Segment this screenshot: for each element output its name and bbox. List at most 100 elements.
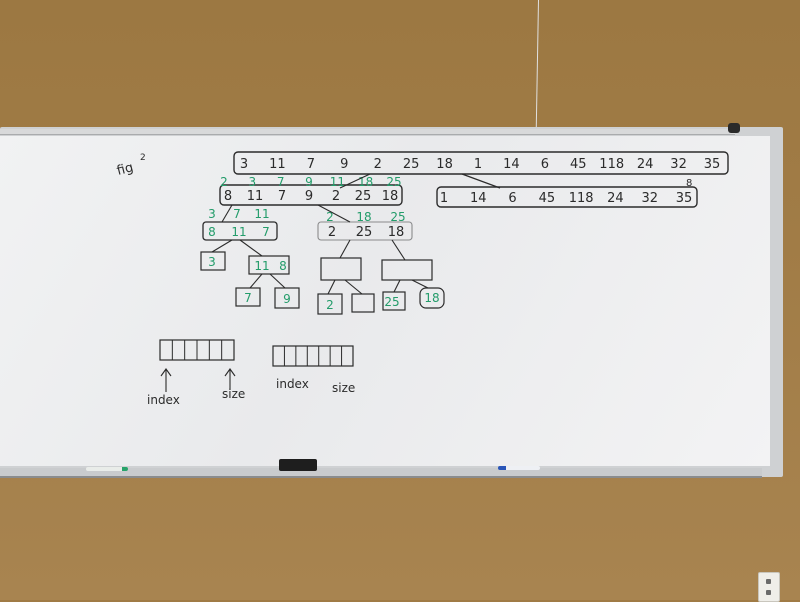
right-quarter-sorted-value: 25 [390, 210, 405, 224]
branch-line [211, 239, 233, 253]
leaf-box [235, 287, 261, 307]
left-half-sorted-value: 18 [358, 175, 373, 189]
left-half-sorted-value: 3 [249, 175, 257, 189]
tree-node-box [381, 259, 433, 281]
rail-end-cap [728, 123, 740, 133]
array-left-index-label: index [147, 393, 180, 407]
leaf-box [351, 293, 375, 313]
branch-line [327, 279, 336, 295]
top-array-value: 1 [474, 157, 482, 172]
tree-node-box [320, 257, 362, 281]
leaf-value: 3 [208, 255, 216, 269]
right-quarter-box [317, 221, 413, 241]
array-right-index-label: index [276, 377, 309, 391]
top-array-value: 32 [670, 157, 687, 172]
leaf-value: 8 [279, 259, 287, 273]
top-array-value: 25 [403, 157, 420, 172]
leaf-value: 11 [254, 259, 269, 273]
leaf-value: 18 [424, 291, 439, 305]
fig-label: fig [115, 160, 135, 179]
left-half-sorted-value: 7 [277, 175, 285, 189]
green-marker[interactable] [86, 467, 128, 471]
leaf-box [419, 287, 445, 309]
branch-line [269, 273, 286, 289]
blue-marker[interactable] [498, 466, 540, 470]
top-array-value: 9 [340, 157, 348, 172]
fig-superscript: 2 [140, 153, 146, 163]
right-quarter-value: 25 [356, 225, 373, 240]
left-half-sorted-value: 11 [330, 175, 345, 189]
marker-tray [0, 468, 762, 478]
right-half-value: 118 [569, 191, 594, 206]
top-array-value: 118 [599, 157, 624, 172]
left-half-value: 11 [247, 189, 264, 204]
leaf-box [274, 287, 300, 309]
leaf-value: 7 [244, 291, 252, 305]
right-quarter-value: 18 [388, 225, 405, 240]
left-quarter-value: 8 [208, 225, 216, 239]
right-quarter-values: 2 25 18 [328, 225, 404, 240]
left-half-value: 9 [305, 189, 313, 204]
right-quarter-sorted-value: 2 [326, 210, 334, 224]
leaf-value: 25 [384, 295, 399, 309]
branch-line [239, 239, 263, 257]
top-array-value: 2 [374, 157, 382, 172]
left-half-sorted-value: 2 [220, 175, 228, 189]
leaf-value: 9 [283, 292, 291, 306]
left-half-value: 2 [332, 189, 340, 204]
leaf-box [317, 293, 343, 315]
left-quarter-sorted-values: 3 7 11 [208, 207, 269, 221]
size-arrow-head [224, 368, 236, 377]
left-quarter-sorted-value: 11 [254, 207, 269, 221]
left-half-box [219, 184, 403, 206]
leaf-value: 2 [326, 298, 334, 312]
top-array-value: 18 [436, 157, 453, 172]
top-array-value: 3 [240, 157, 248, 172]
left-quarter-value: 11 [231, 225, 246, 239]
left-half-value: 7 [278, 189, 286, 204]
index-arrow-head [160, 368, 172, 377]
array-diagram-left [159, 339, 235, 361]
branch-line [249, 273, 263, 289]
branch-line [344, 279, 363, 295]
right-half-top-mark: 8 [686, 178, 692, 189]
left-half-value: 18 [382, 189, 399, 204]
tree-node-box [248, 255, 290, 275]
left-quarter-sorted-value: 3 [208, 207, 216, 221]
left-quarter-value: 7 [262, 225, 270, 239]
top-array-box [233, 151, 729, 175]
top-array-value: 14 [503, 157, 520, 172]
branch-line [339, 239, 351, 259]
left-quarter-sorted-value: 7 [233, 207, 241, 221]
right-quarter-value: 2 [328, 225, 336, 240]
top-array-value: 24 [637, 157, 654, 172]
eraser[interactable] [279, 459, 317, 471]
branch-line [391, 239, 406, 261]
leaf-values: 3 11 8 7 9 2 25 18 [208, 255, 439, 312]
array-diagram-right [272, 345, 354, 367]
right-half-value: 1 [440, 191, 448, 206]
split-arrow-right [461, 173, 501, 189]
array-right-size-label: size [332, 381, 355, 395]
top-array-value: 35 [704, 157, 721, 172]
right-half-value: 45 [539, 191, 556, 206]
left-half-sorted-value: 25 [386, 175, 401, 189]
branch-line [221, 204, 233, 223]
right-half-value: 14 [470, 191, 487, 206]
top-array-value: 11 [269, 157, 286, 172]
right-half-box [436, 186, 698, 208]
branch-line [393, 279, 401, 293]
right-quarter-sorted-value: 18 [356, 210, 371, 224]
split-arrow-left [339, 173, 371, 189]
top-array-value: 7 [307, 157, 315, 172]
top-array-value: 45 [570, 157, 587, 172]
right-half-value: 24 [607, 191, 624, 206]
branch-line [411, 279, 429, 289]
whiteboard-top-rail [0, 129, 735, 135]
array-right-outline [272, 345, 354, 367]
right-half-value: 6 [508, 191, 516, 206]
